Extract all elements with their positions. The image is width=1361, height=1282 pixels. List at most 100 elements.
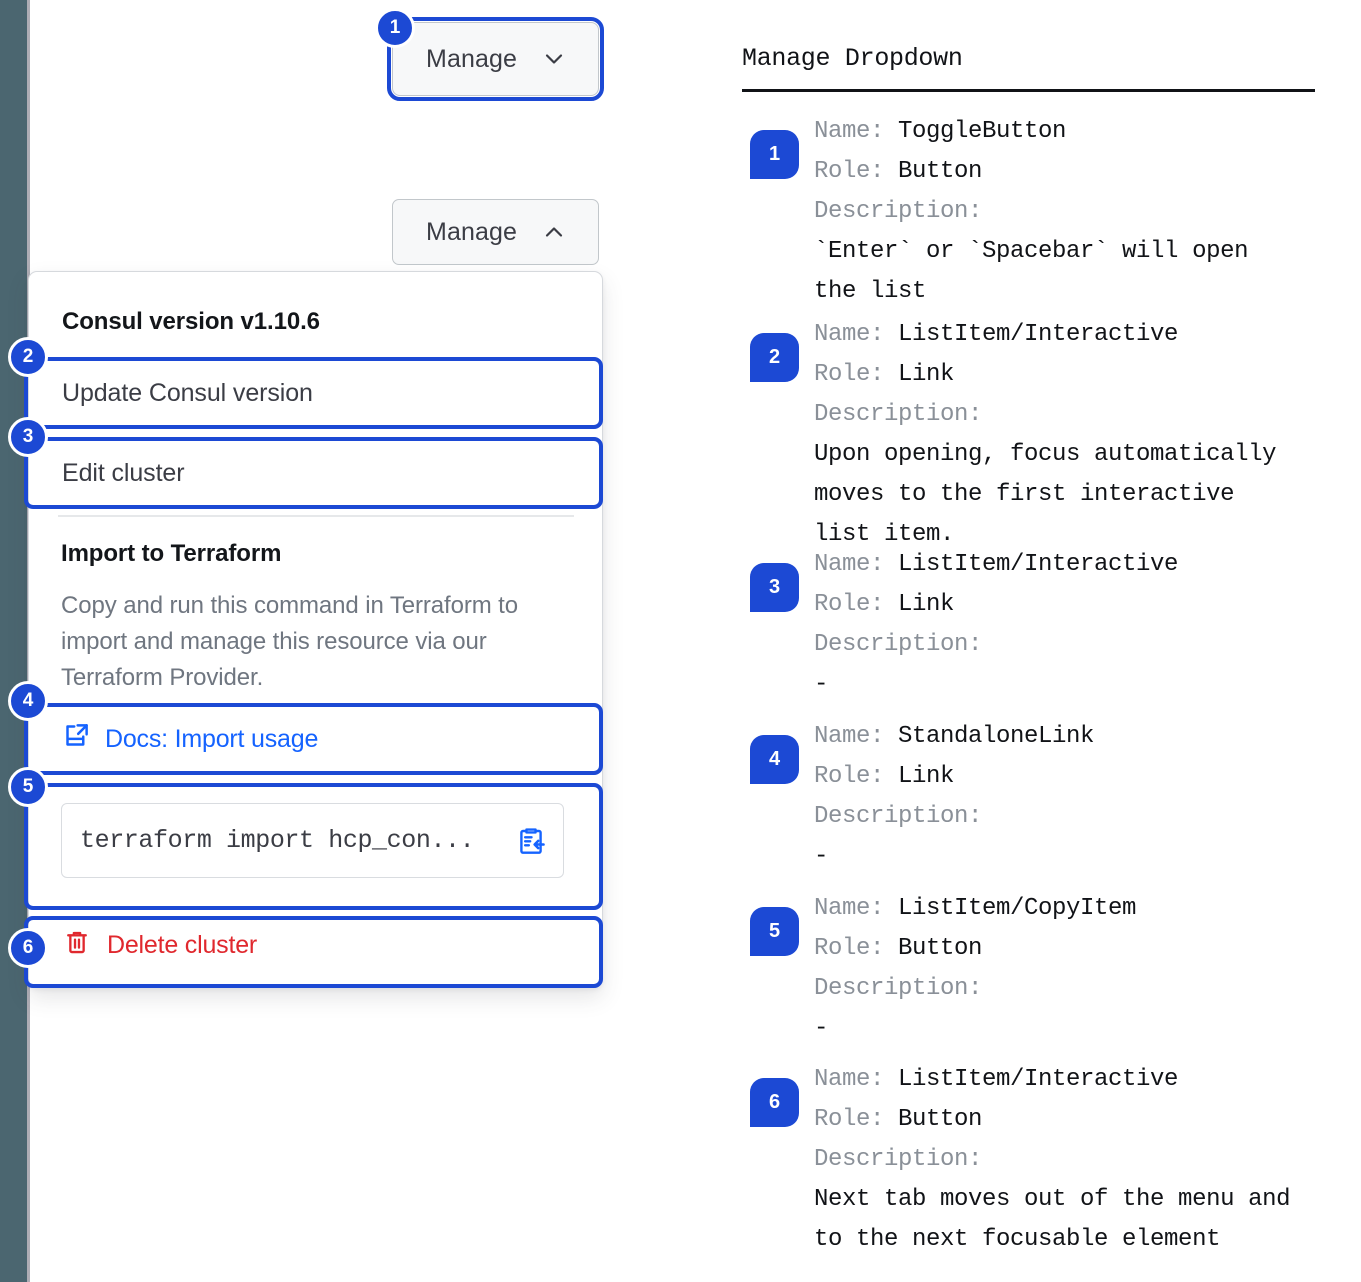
annotation-role-label: Role:	[814, 158, 899, 185]
annotation-description-line: list item.	[814, 521, 955, 548]
consul-version-header: Consul version v1.10.6	[62, 308, 320, 335]
annotation-name-value: ToggleButton	[898, 118, 1067, 145]
annotation-name-label: Name:	[814, 551, 899, 578]
annotation-name-value: ListItem/Interactive	[898, 321, 1179, 348]
annotation-description-label: Description:	[814, 401, 983, 428]
annotation-description-label: Description:	[814, 975, 983, 1002]
annotation-name-value: StandaloneLink	[898, 723, 1095, 750]
annotation-badge-4: 4	[750, 735, 799, 784]
external-link-icon	[63, 722, 90, 756]
callout-badge-3-left: 3	[8, 417, 48, 457]
annotation-description-line: moves to the first interactive	[814, 481, 1235, 508]
callout-badge-label: 5	[22, 776, 34, 797]
annotation-description-label: Description:	[814, 198, 983, 225]
annotation-name-label-row: Name: ListItem/Interactive	[814, 315, 1342, 355]
callout-badge-5-left: 5	[8, 767, 48, 807]
menu-item-edit-cluster[interactable]: Edit cluster	[62, 459, 185, 487]
annotation-name-value: ListItem/CopyItem	[898, 895, 1137, 922]
copy-clipboard-icon[interactable]	[514, 824, 548, 858]
annotation-role-label: Role:	[814, 1106, 899, 1133]
callout-badge-label: 6	[22, 937, 34, 958]
callout-badge-label: 1	[389, 17, 401, 38]
annotation-role-label: Role:	[814, 935, 899, 962]
annotation-description-line: to the next focusable element	[814, 1226, 1221, 1253]
annotation-role-value: Button	[898, 158, 983, 185]
menu-section-divider	[58, 515, 574, 517]
menu-item-update-consul-version[interactable]: Update Consul version	[62, 379, 313, 407]
annotation-role-label: Role:	[814, 361, 899, 388]
annotation-description-label: Description:	[814, 1146, 983, 1173]
annotation-role-label-row: Role: Button	[814, 1100, 1342, 1140]
annotation-role-value: Link	[898, 763, 955, 790]
menu-item-delete-cluster[interactable]: Delete cluster	[63, 928, 257, 963]
annotation-name-label-row: Name: ListItem/Interactive	[814, 545, 1342, 585]
annotation-role-value: Link	[898, 361, 955, 388]
annotation-role-label: Role:	[814, 591, 899, 618]
terraform-command-field[interactable]: terraform import hcp_con...	[61, 803, 564, 878]
app-sidebar-rail	[0, 0, 27, 1282]
trash-icon	[63, 928, 91, 963]
annotation-name-label-row: Name: StandaloneLink	[814, 717, 1342, 757]
docs-import-usage-link[interactable]: Docs: Import usage	[63, 722, 318, 756]
annotation-name-label-row: Name: ListItem/Interactive	[814, 1060, 1342, 1100]
annotation-name-value: ListItem/Interactive	[898, 1066, 1179, 1093]
annotations-panel-title: Manage Dropdown	[742, 44, 963, 73]
annotation-role-label-row: Role: Button	[814, 929, 1342, 969]
annotations-title-rule	[742, 89, 1315, 92]
chevron-up-icon	[543, 221, 565, 243]
docs-link-label: Docs: Import usage	[105, 724, 319, 753]
annotation-description-line: the list	[814, 278, 927, 305]
callout-badge-2-left: 2	[8, 337, 48, 377]
delete-cluster-label: Delete cluster	[107, 931, 258, 959]
annotation-name-value: ListItem/Interactive	[898, 551, 1179, 578]
manage-button-label-open: Manage	[426, 217, 517, 246]
annotation-role-label: Role:	[814, 763, 899, 790]
annotation-name-label: Name:	[814, 321, 899, 348]
annotation-name-label-row: Name: ListItem/CopyItem	[814, 889, 1342, 929]
annotation-name-label: Name:	[814, 895, 899, 922]
manage-dropdown-toggle-open[interactable]: Manage	[392, 199, 599, 265]
callout-badge-6-left: 6	[8, 928, 48, 968]
annotation-description-label: Description:	[814, 803, 983, 830]
callout-badge-1-left: 1	[375, 8, 415, 48]
annotation-badge-1: 1	[750, 130, 799, 179]
chevron-down-icon	[543, 48, 565, 70]
terraform-command-text: terraform import hcp_con...	[80, 826, 475, 855]
annotation-role-label-row: Role: Link	[814, 355, 1342, 395]
annotation-role-value: Button	[898, 935, 983, 962]
manage-dropdown-toggle-closed[interactable]: Manage	[387, 17, 604, 101]
callout-badge-4-left: 4	[8, 681, 48, 721]
manage-button-label: Manage	[426, 44, 517, 73]
annotation-description-line: Upon opening, focus automatically	[814, 441, 1277, 468]
annotation-name-label: Name:	[814, 723, 899, 750]
callout-badge-label: 4	[22, 690, 34, 711]
annotation-role-label-row: Role: Link	[814, 585, 1342, 625]
annotation-name-label: Name:	[814, 1066, 899, 1093]
annotation-description-line: -	[814, 843, 829, 870]
annotation-description-label: Description:	[814, 631, 983, 658]
import-to-terraform-description: Copy and run this command in Terraform t…	[61, 592, 518, 691]
annotation-role-label-row: Role: Button	[814, 152, 1342, 192]
annotation-role-label-row: Role: Link	[814, 757, 1342, 797]
annotation-badge-3: 3	[750, 563, 799, 612]
annotation-role-value: Button	[898, 1106, 983, 1133]
annotation-badge-6: 6	[750, 1078, 799, 1127]
annotation-badge-5: 5	[750, 907, 799, 956]
import-to-terraform-title: Import to Terraform	[61, 540, 282, 567]
callout-badge-label: 2	[22, 346, 34, 367]
annotation-badge-2: 2	[750, 333, 799, 382]
annotation-name-label-row: Name: ToggleButton	[814, 112, 1342, 152]
annotation-description-line: `Enter` or `Spacebar` will open	[814, 238, 1249, 265]
annotation-description-line: Next tab moves out of the menu and	[814, 1186, 1291, 1213]
annotation-description-line: -	[814, 1015, 829, 1042]
annotation-role-value: Link	[898, 591, 955, 618]
annotation-name-label: Name:	[814, 118, 899, 145]
callout-badge-label: 3	[22, 426, 34, 447]
